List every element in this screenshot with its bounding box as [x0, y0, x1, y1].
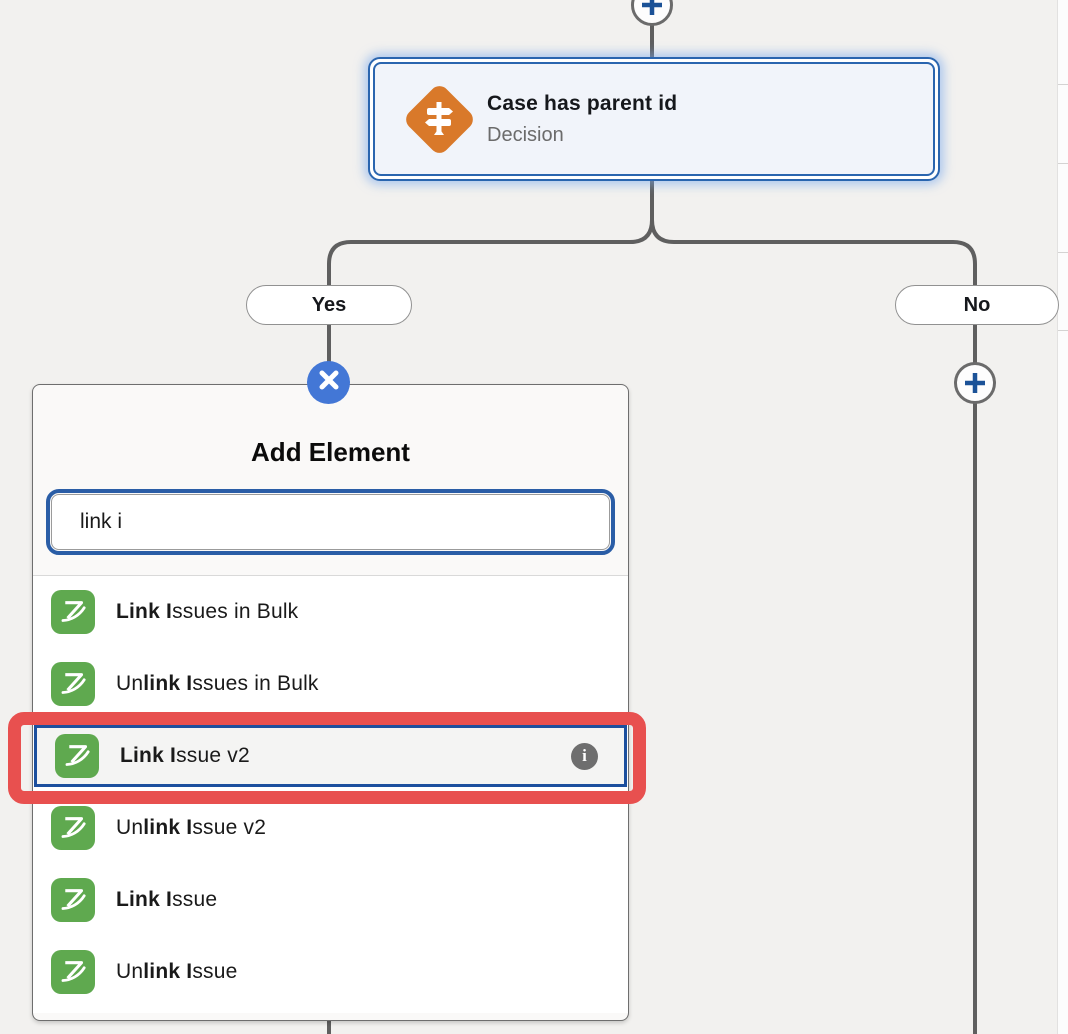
element-search-input[interactable]	[46, 489, 615, 555]
decision-node-body: Case has parent id Decision	[373, 62, 935, 176]
list-item[interactable]: Unlink Issue	[33, 936, 628, 1008]
branch-label-no[interactable]: No	[895, 285, 1059, 325]
yes-label-text: Yes	[311, 293, 347, 316]
right-dock-edge	[1057, 0, 1068, 1034]
zendesk-icon	[51, 950, 95, 994]
list-item-label: Link Issue v2	[120, 744, 250, 767]
decision-node-case-has-parent-id[interactable]: Case has parent id Decision	[368, 57, 940, 181]
list-item-label: Unlink Issue v2	[116, 816, 267, 839]
popup-title: Add Element	[251, 437, 410, 467]
list-item[interactable]: Link Issue v2 i	[34, 725, 627, 787]
decision-node-title: Case has parent id	[487, 91, 678, 115]
element-result-list: Link Issues in Bulk Unlink Issues in Bul…	[33, 576, 628, 1013]
plus-icon	[963, 371, 987, 395]
zendesk-icon	[55, 734, 99, 778]
popup-divider	[33, 575, 628, 576]
decision-node-subtitle: Decision	[487, 123, 564, 146]
decision-signpost-icon	[399, 79, 479, 159]
zendesk-icon	[51, 878, 95, 922]
add-element-button-no-branch[interactable]	[954, 362, 996, 404]
list-item[interactable]: Unlink Issue v2	[33, 792, 628, 864]
zendesk-icon	[51, 806, 95, 850]
branch-label-yes[interactable]: Yes	[246, 285, 412, 325]
close-x-icon	[318, 369, 340, 396]
zendesk-icon	[51, 590, 95, 634]
close-popup-button[interactable]	[307, 361, 350, 404]
zendesk-icon	[51, 662, 95, 706]
list-item-label: Link Issue	[116, 888, 218, 911]
list-item[interactable]: Link Issue	[33, 864, 628, 936]
info-icon[interactable]: i	[571, 742, 598, 770]
list-item[interactable]: Unlink Issues in Bulk	[33, 648, 628, 720]
list-item[interactable]: Link Issues in Bulk	[33, 576, 628, 648]
list-item-label: Unlink Issue	[116, 960, 238, 983]
plus-icon	[640, 0, 664, 17]
list-item-label: Unlink Issues in Bulk	[116, 672, 319, 695]
no-label-text: No	[963, 293, 991, 316]
add-element-popup: Add Element Link Issues in Bulk Unlink I…	[32, 384, 629, 1021]
list-item-label: Link Issues in Bulk	[116, 600, 299, 623]
